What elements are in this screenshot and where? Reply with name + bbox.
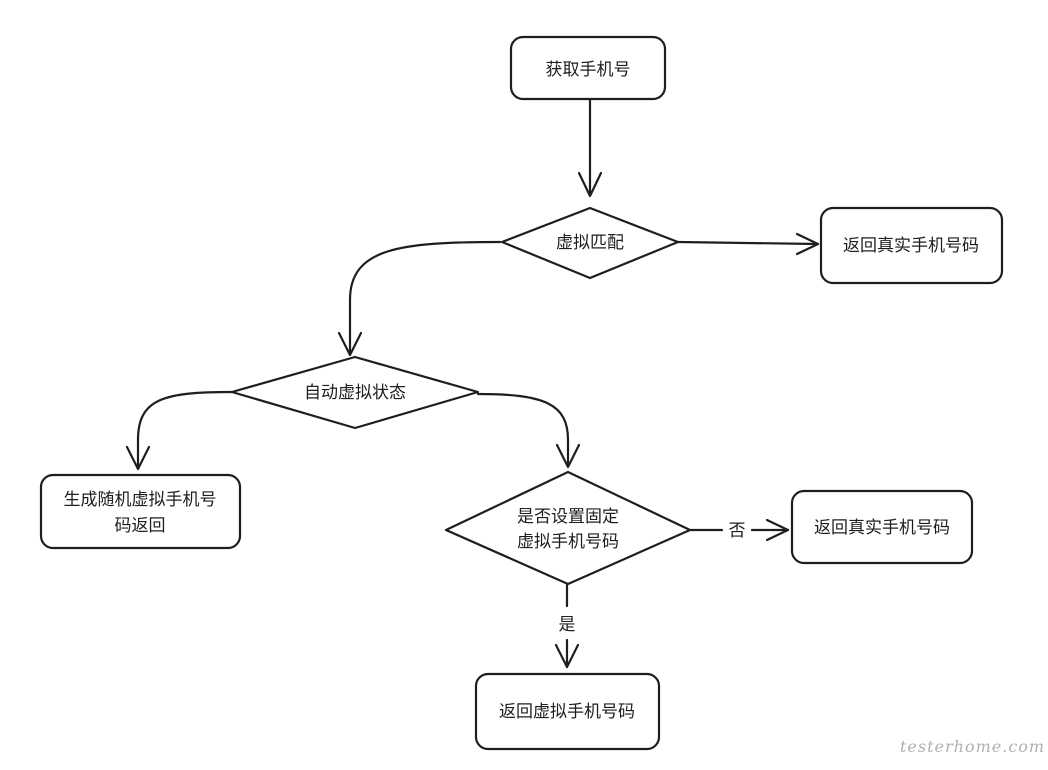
node-return-real-1: 返回真实手机号码 xyxy=(843,236,979,256)
node-get-phone: 获取手机号 xyxy=(546,60,631,80)
node-auto-virtual-state: 自动虚拟状态 xyxy=(304,383,406,403)
edge-label-yes: 是 xyxy=(559,615,576,635)
edge-match-to-real xyxy=(676,240,820,246)
arrowhead-match-to-real xyxy=(795,232,820,256)
node-return-real-1-box xyxy=(819,206,1004,285)
arrowhead-fixed-to-virtual xyxy=(554,643,580,669)
node-fixed-line2: 虚拟手机号码 xyxy=(517,532,619,552)
watermark: testerhome.com xyxy=(900,737,1045,756)
node-get-phone-box xyxy=(509,35,667,101)
arrowhead-fixed-to-real xyxy=(765,518,790,542)
arrowhead-match-to-auto xyxy=(337,331,363,357)
node-gen-random-line2: 码返回 xyxy=(115,516,166,536)
node-return-virtual-box xyxy=(474,672,661,751)
arrowhead-get-to-match xyxy=(577,171,603,198)
arrowhead-auto-to-fixed xyxy=(555,443,581,469)
node-return-real-2-box xyxy=(790,489,974,565)
node-gen-random-box xyxy=(39,473,242,550)
node-fixed-line1: 是否设置固定 xyxy=(517,507,619,527)
node-virtual-match: 虚拟匹配 xyxy=(556,233,624,253)
node-gen-random-line1: 生成随机虚拟手机号 xyxy=(64,490,217,510)
node-auto-virtual-diamond xyxy=(230,355,480,430)
edge-auto-to-fixed xyxy=(476,392,570,468)
arrowhead-auto-to-random xyxy=(125,445,151,471)
node-fixed-diamond xyxy=(444,470,692,586)
node-return-virtual: 返回虚拟手机号码 xyxy=(499,702,635,722)
node-return-real-2: 返回真实手机号码 xyxy=(814,518,950,538)
edge-match-to-auto xyxy=(348,240,502,356)
edge-auto-to-random xyxy=(136,390,234,470)
node-virtual-match-diamond xyxy=(500,206,680,280)
edge-label-no: 否 xyxy=(729,521,746,541)
